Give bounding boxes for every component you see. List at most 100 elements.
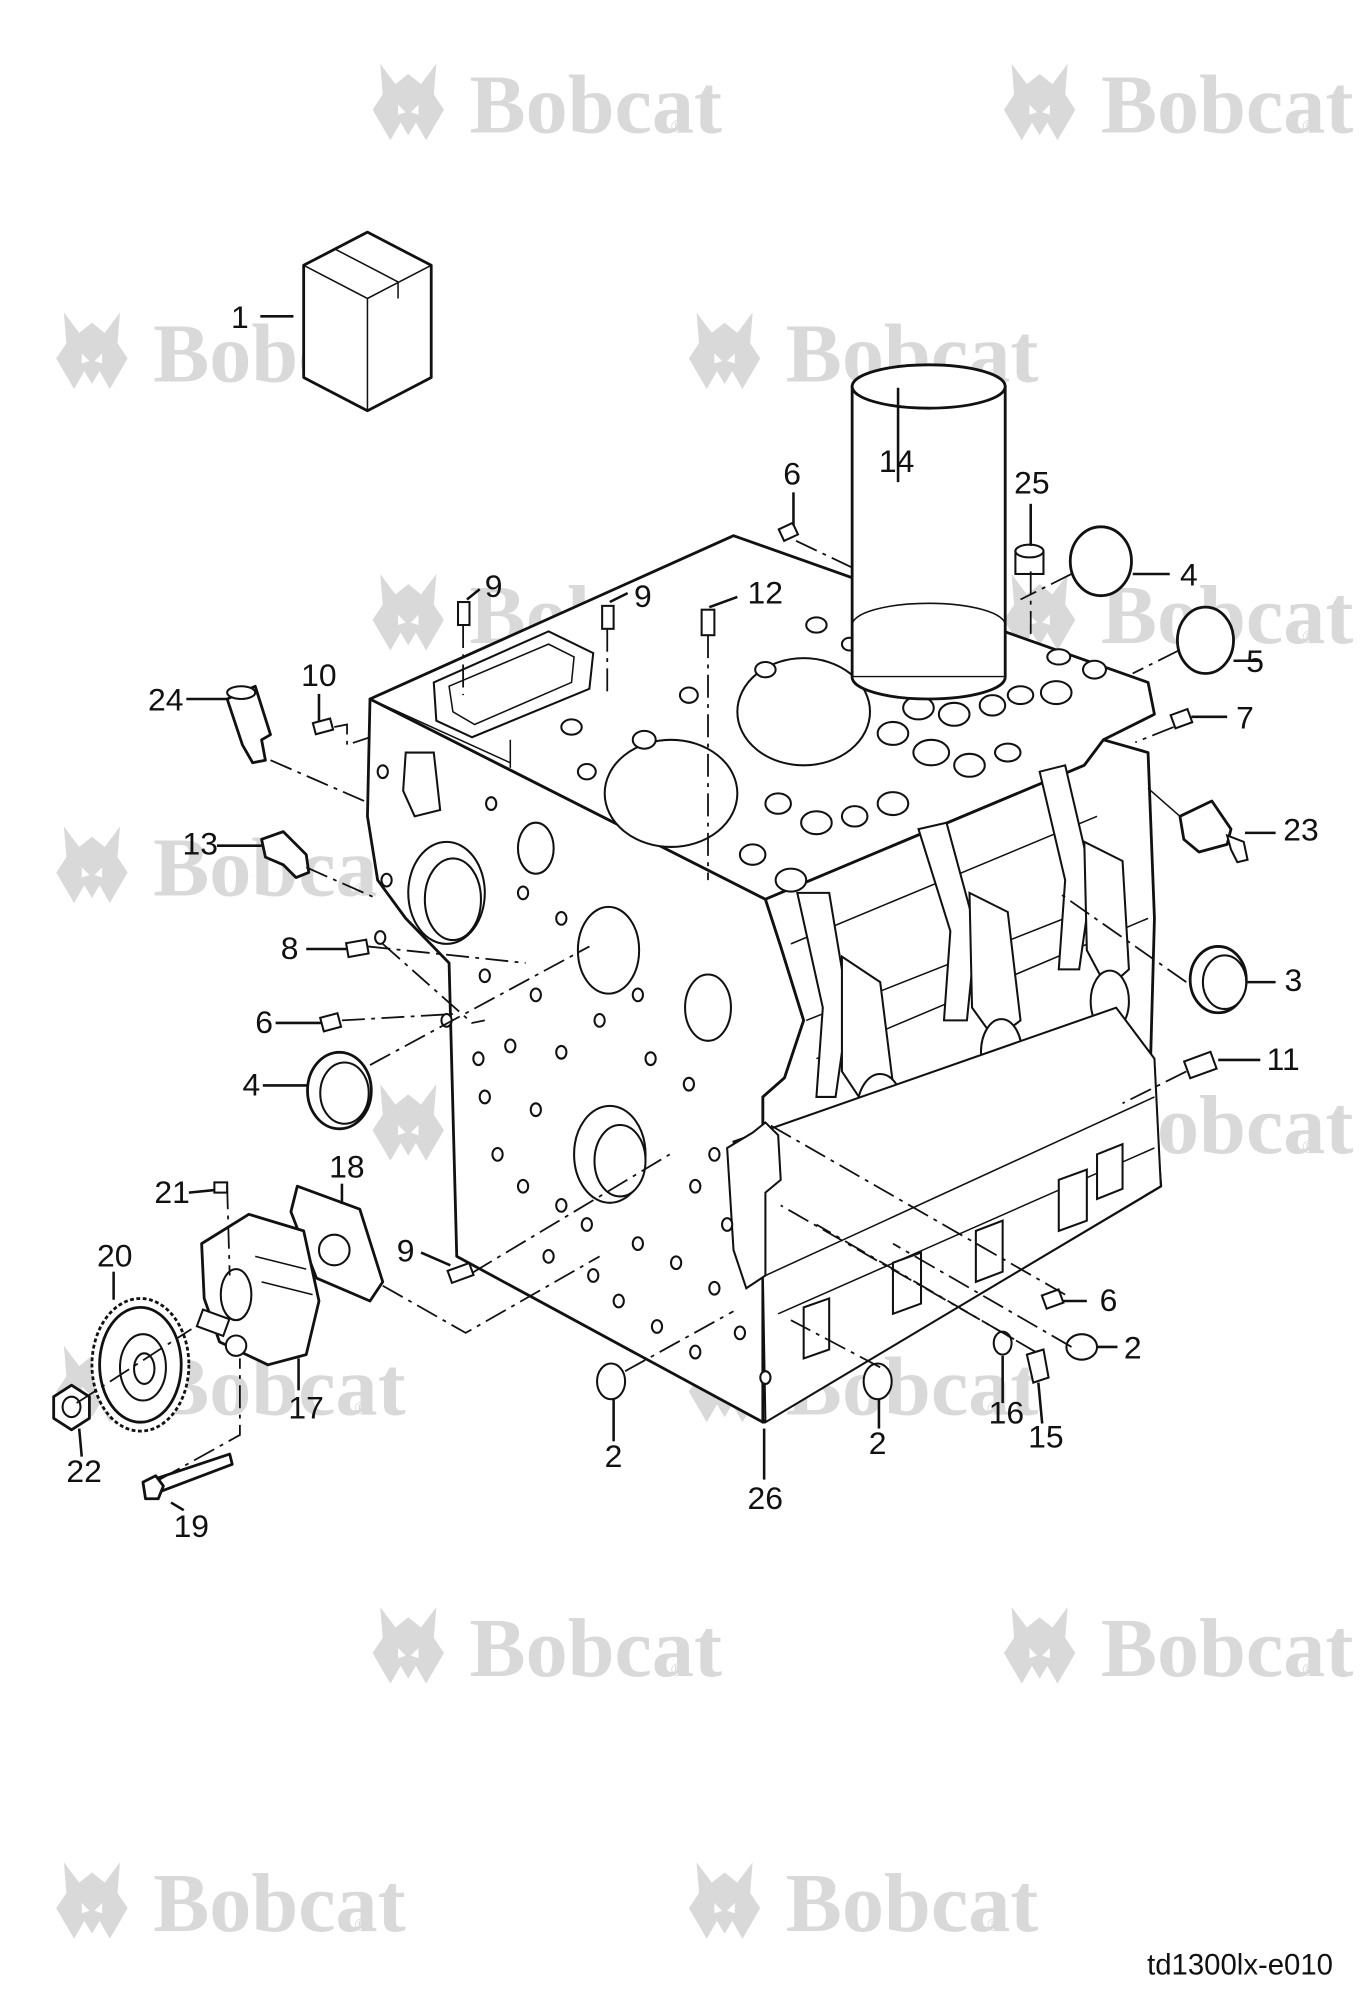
block-hole	[593, 1013, 606, 1028]
part-10-pin	[311, 717, 335, 736]
callout-25: 25	[1014, 465, 1049, 501]
part-9-pin-low	[446, 1261, 475, 1285]
block-hole	[516, 885, 530, 901]
callouts: 1 14 6 25 4 5 9 9 12 7 10 24 23 13 3 8 6…	[66, 299, 1318, 1544]
bobcat-watermark: Bobcat®	[688, 1857, 1038, 1950]
part-19-bolt	[141, 1452, 234, 1501]
callout-23: 23	[1283, 812, 1318, 848]
callout-9: 9	[485, 568, 503, 604]
part-5-plug	[1175, 605, 1235, 675]
deck-hole	[1006, 685, 1035, 706]
block-hole	[708, 1280, 721, 1296]
block-hole	[631, 987, 644, 1003]
bobcat-watermark: Bobcat®	[1003, 1602, 1353, 1695]
leader-lines	[77, 315, 1276, 1512]
block-hole	[612, 1293, 625, 1309]
callout-21: 21	[154, 1174, 189, 1210]
block-hole	[631, 1236, 644, 1252]
bobcat-head-logo-icon	[372, 1084, 444, 1161]
deck-hole	[1081, 659, 1107, 680]
callout-3: 3	[1285, 962, 1303, 998]
deck-hole	[800, 810, 833, 836]
callout-6: 6	[1100, 1282, 1118, 1318]
block-hole	[733, 1325, 747, 1341]
callout-6: 6	[255, 1004, 273, 1040]
block-hole	[542, 1248, 555, 1264]
drawing-code: td1300lx-e010	[1147, 1948, 1333, 1981]
deck-hole	[678, 686, 699, 704]
block-hole	[491, 1146, 504, 1162]
block-hole	[472, 1051, 485, 1067]
part-24-sensor	[225, 684, 272, 765]
part-23-oil-pressure-switch	[1147, 787, 1249, 864]
block-hole	[689, 1178, 702, 1194]
bobcat-head-logo-icon	[372, 1607, 444, 1684]
block-hole	[682, 1076, 695, 1092]
block-hole	[529, 1102, 542, 1118]
callout-12: 12	[748, 574, 783, 610]
deck-hole	[876, 720, 910, 746]
watermark-registered-mark: ®	[1302, 1660, 1315, 1680]
deck-hole	[560, 718, 583, 736]
block-hole	[650, 1319, 664, 1334]
watermark-registered-mark: ®	[987, 1915, 1000, 1935]
block-hole	[689, 1344, 702, 1360]
bobcat-head-logo-icon	[372, 573, 444, 651]
block-hole	[374, 930, 387, 945]
watermark-word: Bobcat	[469, 1602, 722, 1695]
callout-15: 15	[1028, 1419, 1063, 1455]
part-25-plug	[1014, 543, 1045, 575]
bobcat-head-logo-icon	[56, 826, 128, 904]
deck-hole	[576, 763, 597, 781]
watermark-registered-mark: ®	[1302, 117, 1315, 137]
deck-hole	[764, 792, 792, 815]
callout-9: 9	[397, 1232, 415, 1268]
deck-hole	[840, 805, 869, 828]
bobcat-watermark: Bobcat®	[1003, 59, 1353, 152]
block-hole	[580, 1217, 593, 1232]
watermark-registered-mark: ®	[355, 1915, 368, 1935]
bobcat-head-logo-icon	[56, 1862, 128, 1939]
bobcat-head-logo-icon	[688, 1862, 761, 1939]
callout-4: 4	[1180, 556, 1198, 592]
part-8-pin	[344, 938, 370, 959]
callout-2: 2	[1124, 1329, 1142, 1365]
block-hole	[555, 1044, 568, 1060]
deck-hole	[631, 729, 657, 750]
deck-hole	[805, 616, 828, 634]
watermark-registered-mark: ®	[671, 117, 684, 137]
block-hole	[380, 872, 393, 888]
assembly-lines	[76, 540, 1187, 1481]
part-16-washer	[992, 1330, 1013, 1356]
block-hole	[708, 1146, 721, 1162]
callout-11: 11	[1267, 1041, 1300, 1077]
bobcat-head-logo-icon	[1003, 63, 1076, 141]
part-11-pin	[1182, 1050, 1218, 1080]
deck-hole	[876, 791, 910, 817]
block-hole	[555, 910, 568, 926]
callout-14: 14	[879, 443, 914, 479]
part-14-cylinder-liner	[850, 363, 1007, 701]
part-15-bolt	[1025, 1348, 1050, 1384]
callout-20: 20	[97, 1238, 132, 1274]
callout-6: 6	[783, 456, 801, 492]
block-hole	[516, 1178, 530, 1194]
bobcat-watermark: Bobcat®	[372, 1602, 722, 1695]
callout-26: 26	[748, 1480, 783, 1516]
callout-17: 17	[288, 1389, 323, 1425]
part-7-plug	[1169, 707, 1194, 730]
deck-hole	[912, 738, 951, 767]
watermark-registered-mark: ®	[671, 1660, 684, 1680]
block-hole	[376, 764, 389, 780]
callout-16: 16	[989, 1394, 1024, 1430]
part-18-gasket	[289, 1184, 385, 1303]
part-22-nut	[52, 1383, 91, 1432]
watermark-word: Bobcat	[153, 1857, 406, 1950]
callout-5: 5	[1246, 643, 1264, 679]
part-3-seal	[1188, 945, 1248, 1015]
part-4-plug-top	[1068, 525, 1133, 598]
bobcat-head-logo-icon	[1003, 1607, 1076, 1684]
deck-hole	[978, 694, 1007, 717]
callout-18: 18	[329, 1148, 364, 1184]
watermark-registered-mark: ®	[355, 1399, 368, 1419]
